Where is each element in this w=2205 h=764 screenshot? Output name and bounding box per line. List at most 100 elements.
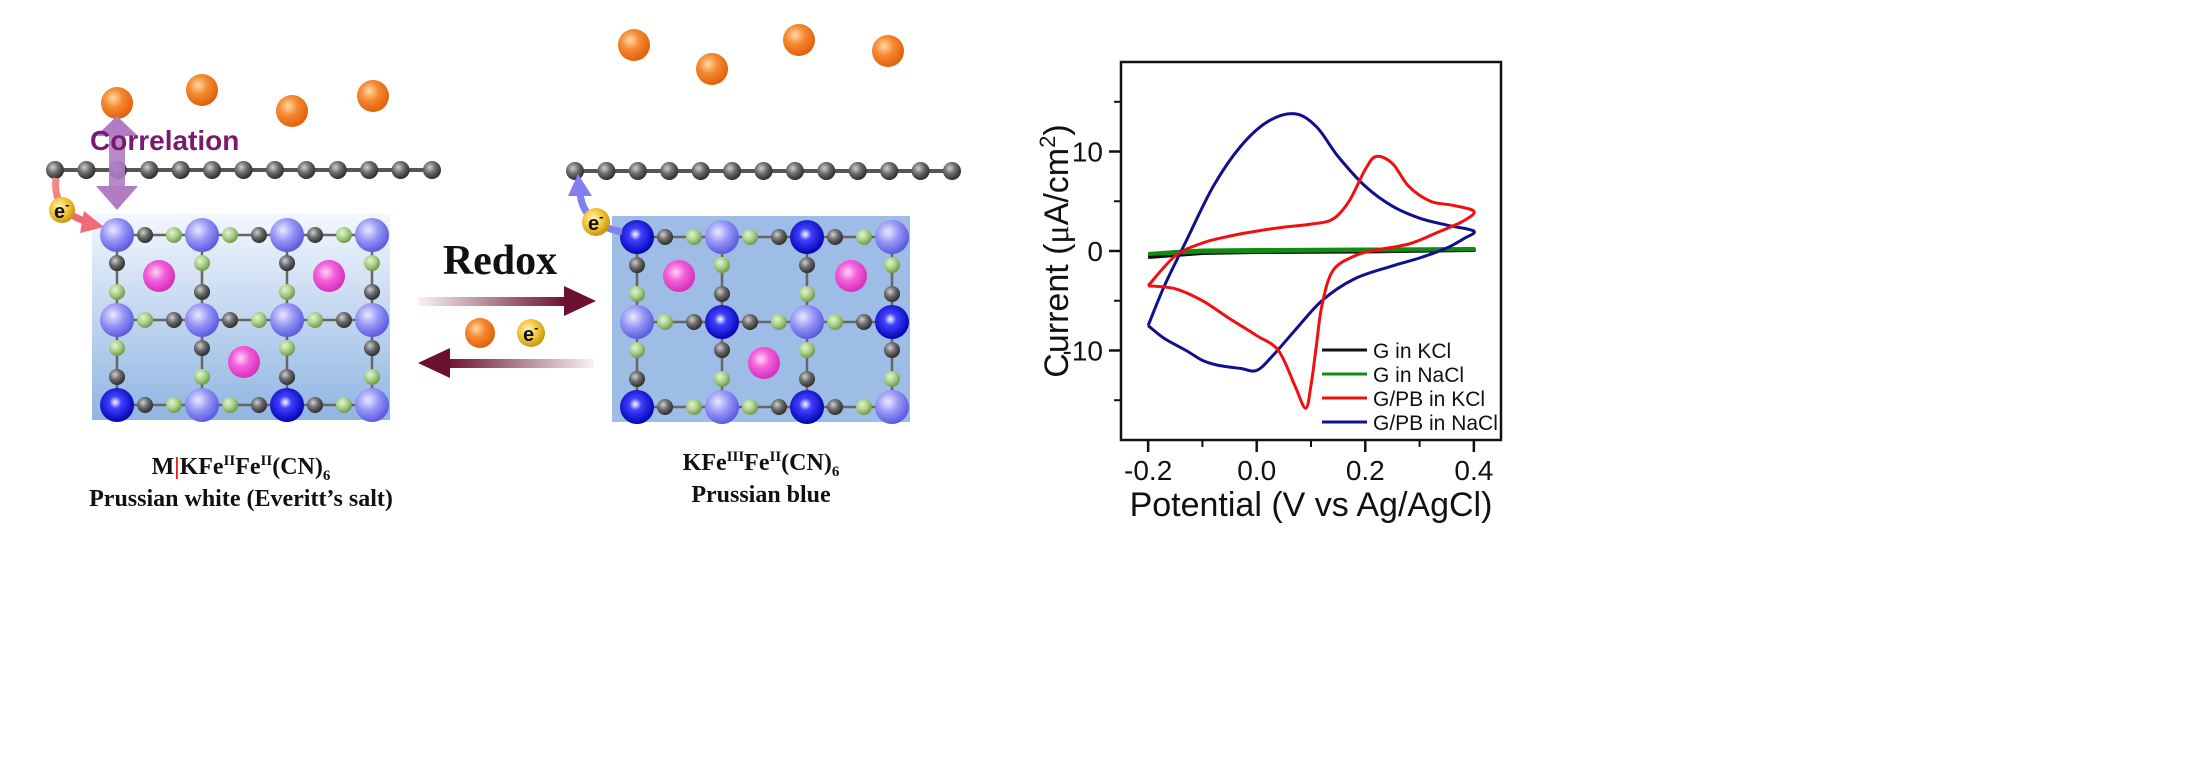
cation-icon: [783, 24, 815, 56]
correlation-arrow-icon: [96, 116, 138, 210]
iron-ii-atom-icon: [705, 390, 739, 424]
prussian-white-formula: M|KFeIIFeII(CN)6: [152, 453, 331, 484]
iron-ii-atom-icon: [790, 305, 824, 339]
carbon-atom-icon: [943, 162, 961, 180]
iron-iii-atom-icon: [790, 390, 824, 424]
nitrogen-atom-icon: [194, 368, 210, 385]
iron-iii-atom-icon: [790, 220, 824, 254]
iron-ii-atom-icon: [185, 218, 219, 252]
series-line-g-in-nacl: [1147, 247, 1476, 256]
legend-label: G/PB in NaCl: [1373, 412, 1498, 435]
carbon-atom-icon: [742, 314, 759, 330]
iron-iii-atom-icon: [100, 388, 134, 422]
electron-icon: [49, 197, 75, 223]
nitrogen-atom-icon: [685, 229, 702, 245]
prussian-white-panel: Correlation e- M|KFeIIFeII(CN)6 Prussian…: [46, 74, 441, 512]
cation-icon: [186, 74, 218, 106]
prussian-white-lattice: [100, 218, 389, 422]
iron-ii-atom-icon: [355, 303, 389, 337]
carbon-atom-icon: [827, 399, 844, 415]
carbon-atom-icon: [222, 312, 239, 328]
nitrogen-atom-icon: [884, 370, 900, 387]
carbon-atom-icon: [137, 397, 154, 413]
carbon-atom-icon: [279, 368, 295, 385]
iron-ii-atom-icon: [100, 218, 134, 252]
nitrogen-atom-icon: [364, 368, 380, 385]
left-graphene-sheet: [46, 161, 441, 179]
carbon-atom-icon: [884, 285, 900, 302]
carbon-atom-icon: [250, 397, 267, 413]
iron-iii-atom-icon: [705, 305, 739, 339]
carbon-atom-icon: [884, 342, 900, 359]
cation-icon: [696, 53, 728, 85]
nitrogen-atom-icon: [222, 397, 239, 413]
y-tick-label: 10: [1072, 137, 1103, 168]
iron-ii-atom-icon: [875, 390, 909, 424]
y-tick-label: 0: [1087, 236, 1103, 267]
correlation-label: Correlation: [90, 125, 239, 156]
legend-label: G in NaCl: [1373, 364, 1464, 387]
chart-series: [1146, 112, 1476, 410]
potassium-ion-icon: [835, 260, 867, 292]
carbon-atom-icon: [335, 312, 352, 328]
y-axis-label: Current (μA/cm2): [1035, 124, 1076, 377]
carbon-atom-icon: [817, 162, 836, 180]
nitrogen-atom-icon: [855, 229, 872, 245]
potassium-ion-icon: [143, 260, 175, 292]
nitrogen-atom-icon: [799, 285, 815, 302]
carbon-atom-icon: [297, 161, 316, 179]
x-tick-label: 0.4: [1454, 455, 1493, 486]
prussian-blue-panel: e- KFeIIIFeII(CN)6 Prussian blue: [566, 24, 961, 508]
nitrogen-atom-icon: [884, 257, 900, 274]
nitrogen-atom-icon: [165, 397, 182, 413]
carbon-atom-icon: [328, 161, 347, 179]
nitrogen-atom-icon: [364, 255, 380, 272]
nitrogen-atom-icon: [629, 342, 645, 359]
carbon-atom-icon: [265, 161, 284, 179]
carbon-atom-icon: [279, 255, 295, 272]
carbon-atom-icon: [685, 314, 702, 330]
carbon-atom-icon: [250, 227, 267, 243]
electron-icon: [582, 208, 610, 236]
nitrogen-atom-icon: [629, 285, 645, 302]
nitrogen-atom-icon: [770, 314, 787, 330]
nitrogen-atom-icon: [165, 227, 182, 243]
potassium-ion-icon: [663, 260, 695, 292]
carbon-atom-icon: [799, 257, 815, 274]
left-sodium-ions: [101, 74, 389, 127]
iron-ii-atom-icon: [100, 303, 134, 337]
carbon-atom-icon: [360, 161, 379, 179]
carbon-atom-icon: [629, 257, 645, 274]
cation-icon: [276, 95, 308, 127]
potassium-ion-icon: [313, 260, 345, 292]
nitrogen-atom-icon: [657, 314, 674, 330]
legend-label: G/PB in KCl: [1373, 388, 1485, 411]
potassium-ion-icon: [228, 346, 260, 378]
nitrogen-atom-icon: [742, 399, 759, 415]
reduction-arrow-icon: [418, 348, 594, 378]
series-line-g-pb-in-kcl: [1146, 154, 1476, 410]
iron-ii-atom-icon: [270, 303, 304, 337]
nitrogen-atom-icon: [827, 314, 844, 330]
carbon-atom-icon: [194, 340, 210, 357]
iron-ii-atom-icon: [185, 303, 219, 337]
carbon-atom-icon: [364, 340, 380, 357]
carbon-atom-icon: [799, 370, 815, 387]
nitrogen-atom-icon: [279, 340, 295, 357]
carbon-atom-icon: [714, 285, 730, 302]
nitrogen-atom-icon: [855, 399, 872, 415]
carbon-atom-icon: [109, 368, 125, 385]
cation-icon: [465, 318, 495, 348]
potassium-ion-icon: [748, 347, 780, 379]
redox-arrows: Redox e-: [418, 238, 596, 378]
y-tick-label: -10: [1063, 335, 1103, 366]
carbon-atom-icon: [171, 161, 190, 179]
prussian-blue-formula: KFeIIIFeII(CN)6: [683, 449, 840, 480]
electron-label: e-: [54, 197, 69, 223]
prussian-blue-name: Prussian blue: [691, 482, 831, 508]
electron-arrow-head-icon: [568, 174, 592, 196]
cation-icon: [872, 35, 904, 67]
